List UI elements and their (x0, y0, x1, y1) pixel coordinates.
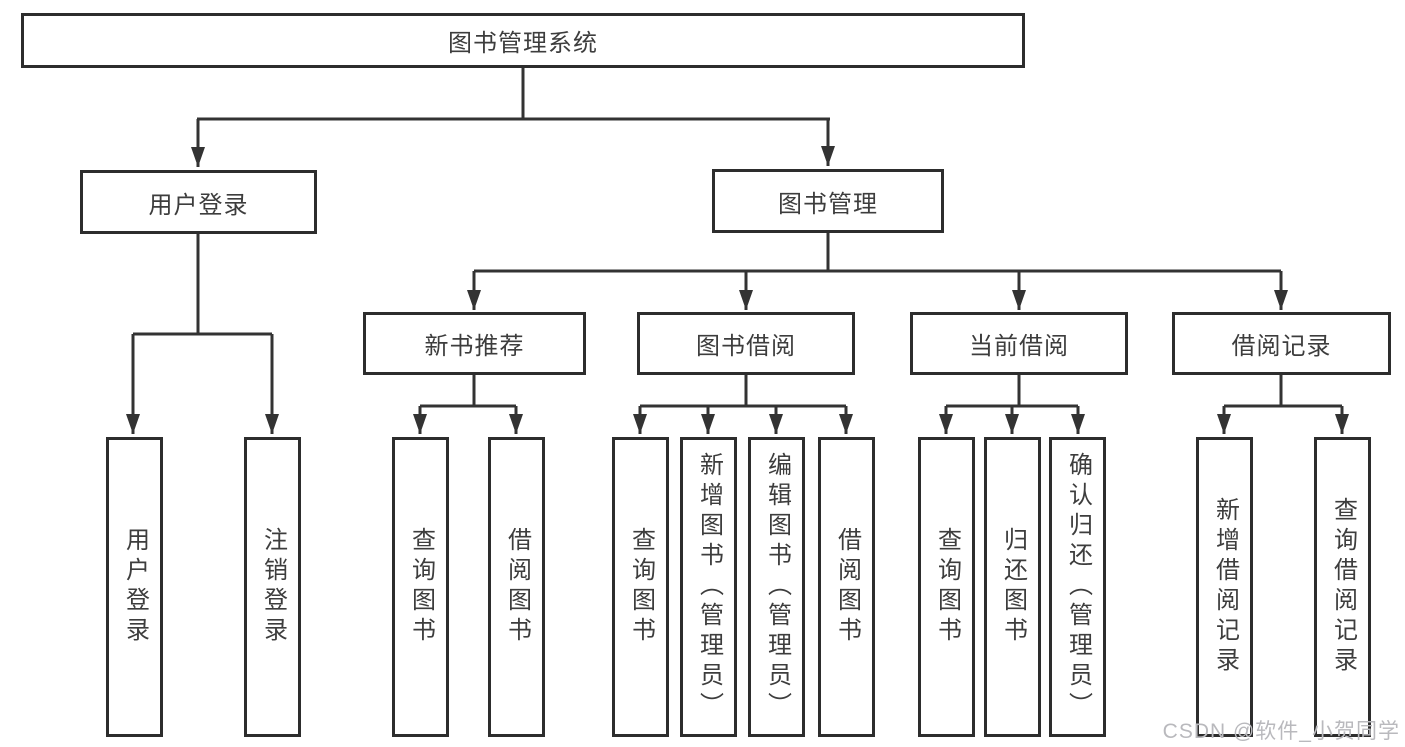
node-new-book-recommend: 新书推荐 (363, 312, 586, 375)
node-current-borrow: 当前借阅 (910, 312, 1128, 375)
leaf-node-query-books-1: 查询图书 (392, 437, 449, 737)
node-borrow-record: 借阅记录 (1172, 312, 1391, 375)
leaf-node-return-books: 归还图书 (984, 437, 1041, 737)
node-book-management: 图书管理 (712, 169, 944, 233)
leaf-node-borrow-books-2: 借阅图书 (818, 437, 875, 737)
connector-group (126, 66, 1349, 434)
node-book-borrow: 图书借阅 (637, 312, 855, 375)
leaf-node-edit-book-admin: 编辑图书（管理员） (748, 437, 805, 737)
leaf-node-query-borrow-record: 查询借阅记录 (1314, 437, 1371, 737)
leaf-node-user-login: 用户登录 (106, 437, 163, 737)
node-user-login: 用户登录 (80, 170, 317, 234)
leaf-node-confirm-return-admin: 确认归还（管理员） (1049, 437, 1106, 737)
leaf-node-add-borrow-record: 新增借阅记录 (1196, 437, 1253, 737)
root-node-library-system: 图书管理系统 (21, 13, 1025, 68)
leaf-node-logout: 注销登录 (244, 437, 301, 737)
csdn-watermark: CSDN @软件_小贺同学 (1162, 720, 1400, 743)
leaf-node-add-book-admin: 新增图书（管理员） (680, 437, 737, 737)
leaf-node-query-books-3: 查询图书 (918, 437, 975, 737)
leaf-node-borrow-books-1: 借阅图书 (488, 437, 545, 737)
leaf-node-query-books-2: 查询图书 (612, 437, 669, 737)
